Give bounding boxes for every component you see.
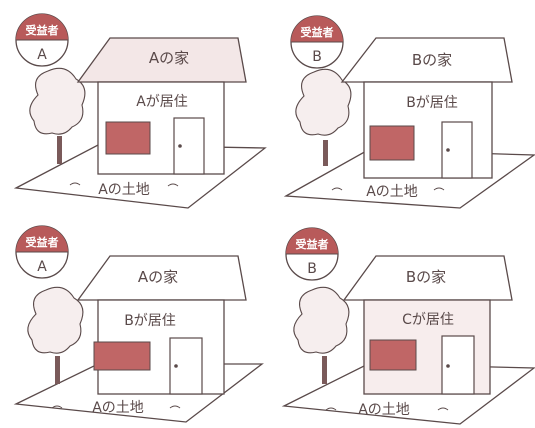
house-owner-label: Bの家 — [406, 268, 446, 286]
land-owner-label: Aの土地 — [92, 400, 144, 416]
house — [76, 37, 247, 175]
badge-beneficiary: B — [312, 49, 322, 65]
house — [340, 37, 513, 179]
badge-title: 受益者 — [26, 23, 59, 37]
beneficiary-badge: 受益者 B — [290, 15, 344, 69]
badge-beneficiary: A — [37, 47, 47, 63]
panel-3: Aの家 Bが居住 Aの土地 受益者 A — [13, 225, 264, 423]
resident-label: Bが居住 — [124, 313, 176, 329]
badge-beneficiary: B — [307, 261, 317, 277]
resident-label: Aが居住 — [136, 94, 188, 110]
resident-label: Bが居住 — [406, 95, 458, 111]
badge-title: 受益者 — [301, 25, 334, 39]
tree — [293, 286, 350, 384]
badge-title: 受益者 — [26, 235, 59, 249]
tree — [295, 68, 352, 166]
badge-beneficiary: A — [37, 259, 47, 275]
panel-2: Bの家 Bが居住 Aの土地 受益者 B — [283, 15, 535, 209]
tree — [29, 67, 86, 164]
panel-4: Bの家 Cが居住 Aの土地 受益者 B — [281, 227, 535, 425]
land-owner-label: Aの土地 — [358, 402, 410, 418]
panel-1: Aの家 Aが居住 Aの土地 受益者 A — [13, 13, 267, 209]
beneficiary-badge: 受益者 B — [285, 227, 339, 281]
house-owner-label: Bの家 — [412, 51, 452, 69]
house — [342, 255, 513, 395]
land-owner-label: Aの土地 — [366, 184, 418, 200]
resident-label: Cが居住 — [402, 312, 454, 328]
beneficiary-badge: 受益者 A — [15, 13, 69, 67]
house-owner-label: Aの家 — [149, 49, 189, 67]
house — [76, 255, 247, 395]
land-owner-label: Aの土地 — [98, 182, 150, 198]
beneficiary-badge: 受益者 A — [15, 225, 69, 279]
tree — [27, 286, 84, 384]
badge-title: 受益者 — [296, 237, 329, 251]
house-owner-label: Aの家 — [138, 268, 178, 286]
